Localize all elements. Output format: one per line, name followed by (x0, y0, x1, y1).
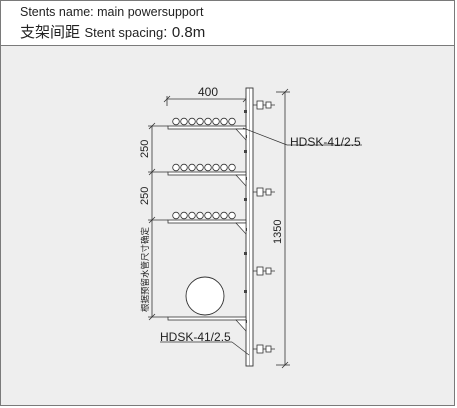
spacing-cn-label: 支架间距 (20, 23, 81, 41)
support-arm-2 (167, 163, 247, 187)
spacing-dimension (148, 122, 168, 321)
support-arm-3 (167, 211, 247, 235)
width-dim-label: 400 (198, 85, 218, 99)
diagram-panel (1, 46, 454, 405)
spacing-value: 0.8m (171, 24, 206, 41)
stent-spacing-line: 支架间距 Stent spacing: 0.8m (20, 21, 205, 42)
vertical-note: 根据预留水管尺寸确定 (140, 226, 150, 312)
stent-name-text: Stents name: main powersupport (20, 5, 204, 19)
support-arm-4 (167, 276, 247, 332)
wall-anchors (253, 100, 275, 354)
height-dim-label: 1350 (272, 220, 284, 244)
spacing-dim-label-1: 250 (139, 140, 151, 158)
support-arm-1 (167, 117, 247, 141)
spacing-en-label: Stent spacing (84, 25, 164, 40)
spacing-dim-label-2: 250 (139, 187, 151, 205)
spacing-separator: : (163, 24, 168, 41)
label-leaders (160, 127, 362, 356)
water-pipe (185, 276, 225, 316)
model-label-bottom: HDSK-41/2.5 (160, 330, 231, 344)
model-label-top: HDSK-41/2.5 (290, 135, 361, 149)
header: Stents name: main powersupport 支架间距 Sten… (1, 1, 454, 46)
height-dimension (276, 88, 290, 369)
